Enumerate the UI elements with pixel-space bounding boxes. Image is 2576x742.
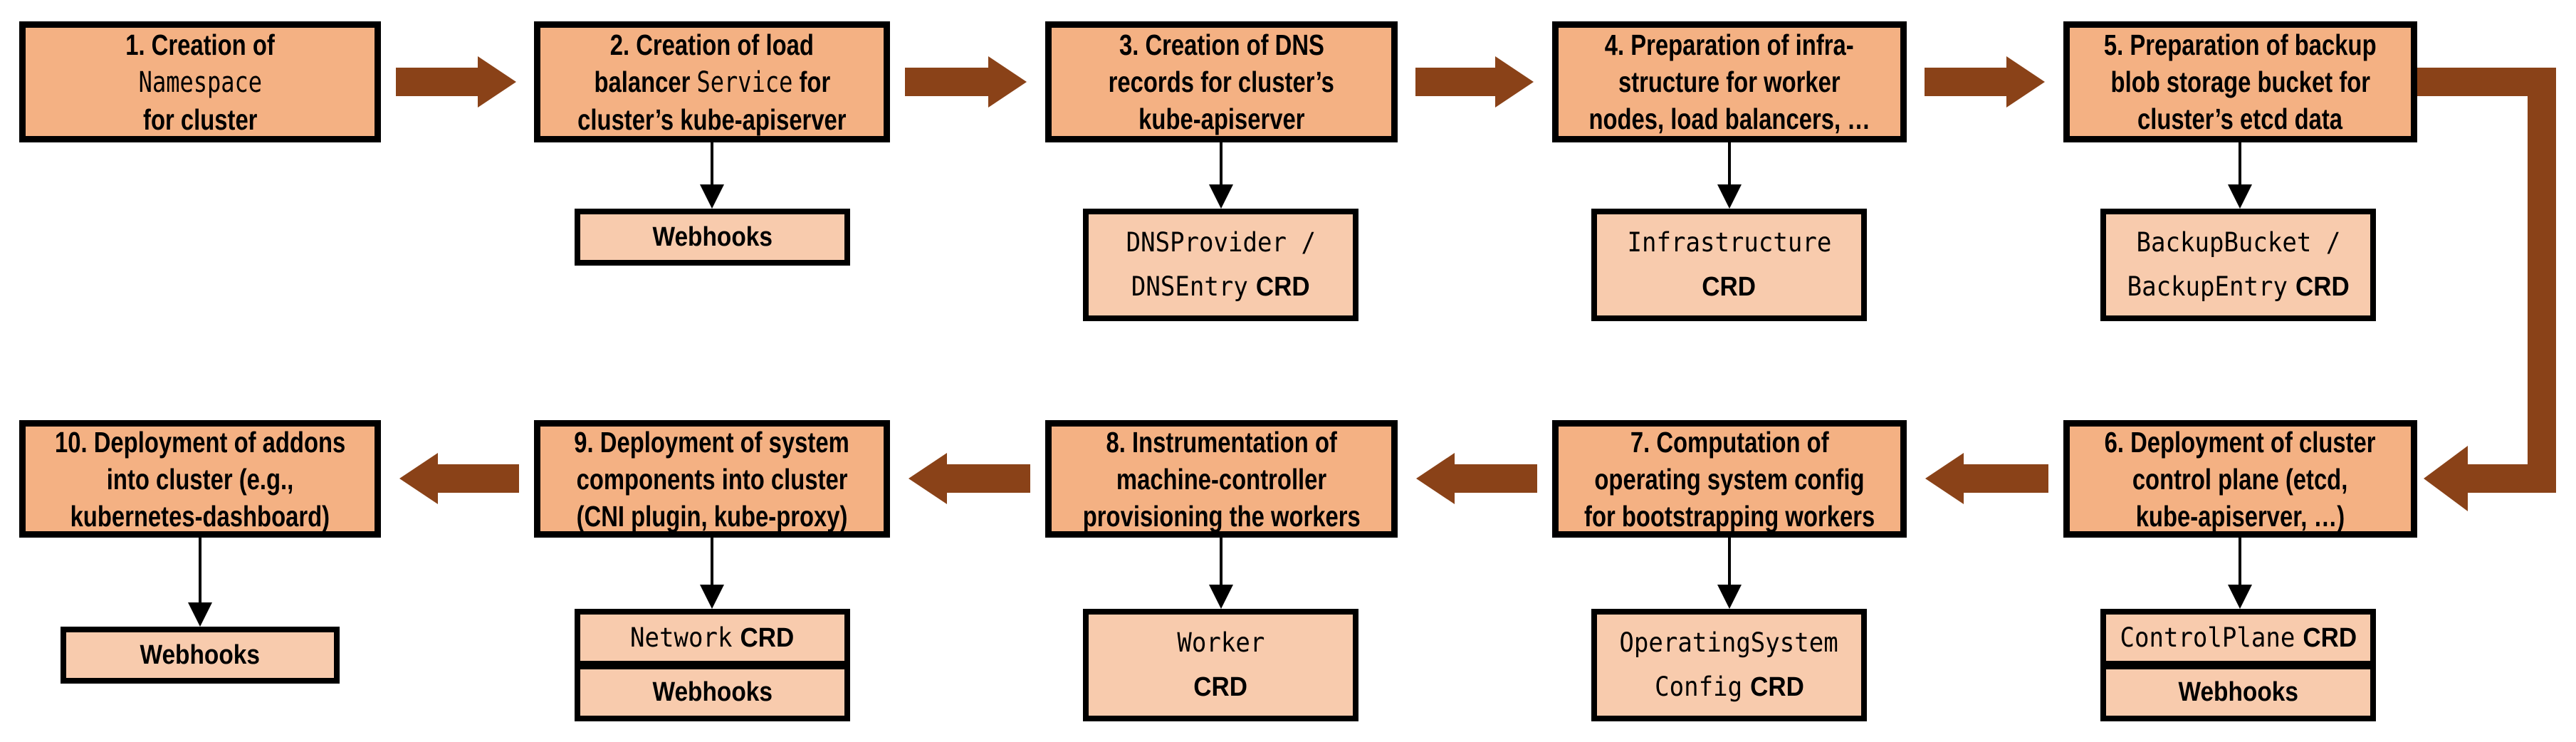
step-9-box: 9. Deployment of system components into … bbox=[534, 420, 890, 538]
webhooks-box-step-2: Webhooks bbox=[575, 209, 850, 266]
down-arrow-step-8 bbox=[1220, 538, 1222, 585]
arrow-step-1-to-2 bbox=[396, 68, 478, 96]
webhooks-label: Webhooks bbox=[2178, 677, 2298, 707]
arrow-step-6-to-7 bbox=[1964, 464, 2048, 493]
step-7-line-2: operating system config bbox=[1594, 462, 1865, 496]
down-arrow-step-5 bbox=[2239, 142, 2241, 184]
webhooks-label: Webhooks bbox=[652, 677, 773, 707]
step-8-line-2: machine-controller bbox=[1116, 462, 1327, 496]
step-5-line-2: blob storage bucket for bbox=[2110, 66, 2370, 98]
step-8-line-3: provisioning the workers bbox=[1082, 499, 1361, 533]
down-arrow-step-7 bbox=[1728, 538, 1731, 585]
step-3-line-3: kube-apiserver bbox=[1138, 103, 1305, 135]
osc-crd-line-1: OperatingSystem bbox=[1619, 627, 1839, 658]
webhooks-label: Webhooks bbox=[652, 221, 773, 252]
down-arrow-step-10 bbox=[199, 538, 201, 602]
step-10-box: 10. Deployment of addons into cluster (e… bbox=[19, 420, 381, 538]
step-10-line-2: into cluster (e.g., bbox=[106, 462, 294, 496]
step-6-line-1: 6. Deployment of cluster bbox=[2105, 425, 2376, 459]
step-10-line-3: kubernetes-dashboard) bbox=[70, 499, 330, 533]
step-1-box: 1. Creation of Namespace for cluster bbox=[19, 21, 381, 142]
step-4-line-1: 4. Preparation of infra- bbox=[1605, 28, 1854, 61]
step-3-line-2: records for cluster’s bbox=[1108, 66, 1335, 98]
webhooks-box-step-6: Webhooks bbox=[2100, 664, 2376, 721]
step-7-line-3: for bootstrapping workers bbox=[1583, 499, 1875, 533]
arrow-step-3-to-4 bbox=[1415, 68, 1495, 96]
webhooks-box-step-9: Webhooks bbox=[575, 664, 850, 721]
down-arrow-step-9 bbox=[711, 538, 713, 585]
arrow-step-4-to-5 bbox=[1925, 68, 2006, 96]
step-1-line-1: 1. Creation of bbox=[125, 28, 275, 61]
step-5-box: 5. Preparation of backup blob storage bu… bbox=[2063, 21, 2417, 142]
crd-box-worker: Worker CRD bbox=[1083, 609, 1358, 721]
step-10-line-1: 10. Deployment of addons bbox=[54, 425, 346, 459]
step-3-line-1: 3. Creation of DNS bbox=[1119, 28, 1324, 61]
step-2-line-2: balancer Service for bbox=[594, 65, 830, 99]
step-3-box: 3. Creation of DNS records for cluster’s… bbox=[1045, 21, 1398, 142]
connector-arrowhead-left bbox=[2424, 446, 2468, 511]
step-5-line-3: cluster’s etcd data bbox=[2137, 103, 2343, 135]
down-arrow-step-6 bbox=[2239, 538, 2241, 585]
step-5-line-1: 5. Preparation of backup bbox=[2104, 28, 2377, 61]
down-arrow-step-4 bbox=[1728, 142, 1731, 184]
step-2-box: 2. Creation of load balancer Service for… bbox=[534, 21, 890, 142]
step-8-box: 8. Instrumentation of machine-controller… bbox=[1045, 420, 1398, 538]
backup-crd-line-1: BackupBucket / bbox=[2136, 227, 2340, 258]
step-1-line-2: Namespace bbox=[138, 66, 262, 99]
step-7-box: 7. Computation of operating system confi… bbox=[1552, 420, 1907, 538]
arrow-step-7-to-8 bbox=[1455, 464, 1537, 493]
connector-bottom-segment bbox=[2468, 464, 2556, 493]
worker-crd-line-2: CRD bbox=[1193, 672, 1248, 702]
step-2-line-1: 2. Creation of load bbox=[609, 28, 815, 61]
step-4-line-3: nodes, load balancers, … bbox=[1588, 103, 1870, 135]
step-9-line-3: (CNI plugin, kube-proxy) bbox=[576, 499, 848, 533]
webhooks-label: Webhooks bbox=[140, 639, 261, 670]
step-1-line-3: for cluster bbox=[142, 103, 258, 136]
infrastructure-crd-line-1: Infrastructure bbox=[1627, 227, 1831, 258]
dns-crd-line-1: DNSProvider / bbox=[1126, 227, 1316, 258]
arrow-step-8-to-9 bbox=[947, 464, 1030, 493]
worker-crd-line-1: Worker bbox=[1177, 627, 1265, 658]
step-2-line-3: cluster’s kube-apiserver bbox=[577, 103, 847, 136]
infrastructure-crd-line-2: CRD bbox=[1702, 272, 1756, 302]
arrow-step-2-to-3 bbox=[905, 68, 988, 96]
step-7-line-1: 7. Computation of bbox=[1630, 425, 1829, 459]
step-6-line-2: control plane (etcd, bbox=[2132, 462, 2348, 496]
step-9-line-2: components into cluster bbox=[576, 462, 848, 496]
step-4-box: 4. Preparation of infra- structure for w… bbox=[1552, 21, 1907, 142]
webhooks-box-step-10: Webhooks bbox=[61, 627, 340, 684]
connector-vertical-segment bbox=[2528, 68, 2556, 493]
step-8-line-1: 8. Instrumentation of bbox=[1106, 425, 1337, 459]
down-arrow-step-2 bbox=[711, 142, 713, 184]
step-9-line-1: 9. Deployment of system bbox=[574, 425, 850, 459]
step-4-line-2: structure for worker bbox=[1618, 66, 1841, 98]
step-6-box: 6. Deployment of cluster control plane (… bbox=[2063, 420, 2417, 538]
down-arrow-step-3 bbox=[1220, 142, 1222, 184]
step-6-line-3: kube-apiserver, …) bbox=[2135, 499, 2345, 533]
arrow-step-9-to-10 bbox=[438, 464, 519, 493]
crd-box-infrastructure: Infrastructure CRD bbox=[1591, 209, 1867, 321]
